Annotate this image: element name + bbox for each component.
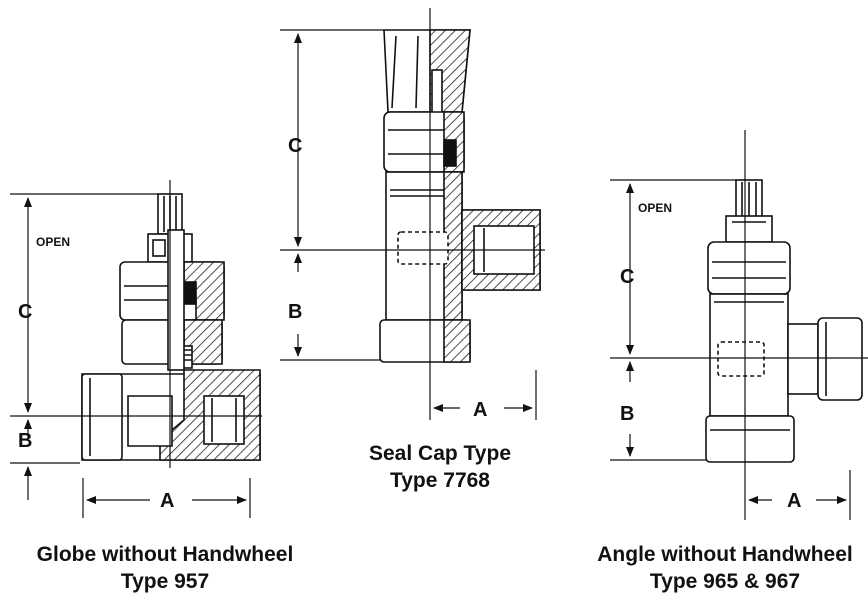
- angle-valve-caption: Angle without Handwheel Type 965 & 967: [570, 541, 868, 595]
- angle-valve-bonnet: [707, 241, 791, 295]
- angle-valve-caption-line2: Type 965 & 967: [649, 570, 801, 593]
- globe-valve-caption-line1: Globe without Handwheel: [36, 543, 294, 566]
- seal-cap-valve-figure: [379, 29, 541, 363]
- angle-valve-packing-nut: [725, 215, 773, 243]
- globe-valve-caption-line2: Type 957: [120, 570, 210, 593]
- seal-cap-dim-b-label: B: [288, 301, 302, 323]
- seal-cap-caption: Seal Cap Type Type 7768: [320, 440, 560, 494]
- angle-dimension-lines: [610, 130, 868, 520]
- globe-open-label: OPEN: [36, 235, 70, 249]
- angle-dim-c-label: C: [620, 266, 634, 288]
- globe-dim-c-label: C: [18, 301, 32, 323]
- angle-valve-caption-line1: Angle without Handwheel: [597, 543, 853, 566]
- globe-dim-a-label: A: [160, 490, 174, 512]
- globe-valve-figure: [81, 193, 261, 461]
- angle-valve-figure: [705, 179, 863, 463]
- seal-cap-dimension-lines: [280, 8, 545, 420]
- angle-dim-a-label: A: [787, 490, 801, 512]
- globe-dimension-lines: [10, 180, 262, 518]
- globe-valve-caption: Globe without Handwheel Type 957: [0, 541, 330, 595]
- seal-cap-dim-c-label: C: [288, 135, 302, 157]
- angle-open-label: OPEN: [638, 201, 672, 215]
- globe-dim-b-label: B: [18, 430, 32, 452]
- seal-cap-dim-a-label: A: [473, 399, 487, 421]
- angle-dim-b-label: B: [620, 403, 634, 425]
- seal-cap-caption-line1: Seal Cap Type: [369, 442, 511, 465]
- seal-cap-caption-line2: Type 7768: [389, 469, 490, 492]
